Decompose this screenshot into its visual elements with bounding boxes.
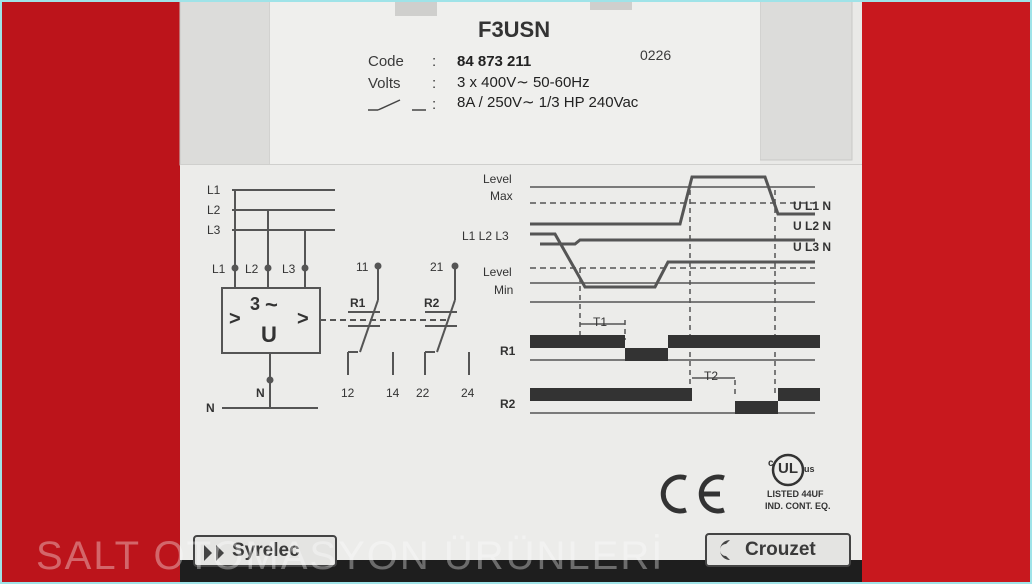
level-min-line2: Min <box>494 283 514 297</box>
timing-r2: R2 <box>500 397 516 411</box>
ul-listed: LISTED 44UF <box>767 489 824 499</box>
box-arrow-right: > <box>297 308 309 330</box>
ce-mark <box>660 474 725 514</box>
phase-label-l2: L2 <box>207 203 221 217</box>
right-label-ul1n: U L1 N <box>793 199 832 213</box>
contact-symbol-icon <box>368 99 426 111</box>
r2-bar-a <box>530 388 692 401</box>
timing-t1: T1 <box>593 315 608 329</box>
syrelec-logo-icon <box>204 545 224 561</box>
r1-bar-b <box>625 348 668 361</box>
right-label-ul3n: U L3 N <box>793 240 832 254</box>
terminal-dot-l1 <box>231 264 239 272</box>
relay-label-r2: R2 <box>424 296 440 310</box>
phase-axis-label: L1 L2 L3 <box>462 229 509 243</box>
ul-ind-cont: IND. CONT. EQ. <box>765 501 831 511</box>
terminal-24: 24 <box>461 386 475 400</box>
volts-value: 3 x 400V∼ 50-60Hz <box>457 74 590 91</box>
crouzet-logo: Crouzet <box>745 539 816 560</box>
ul-us: us <box>804 464 815 474</box>
syrelec-logo: Syrelec <box>232 540 300 561</box>
terminal-label-l3: L3 <box>282 262 296 276</box>
terminal-22: 22 <box>416 386 430 400</box>
terminal-14: 14 <box>386 386 400 400</box>
ul-mark-circle <box>771 453 805 487</box>
level-min-line1: Level <box>483 265 512 279</box>
terminal-label-l2: L2 <box>245 262 259 276</box>
phase-label-l3: L3 <box>207 223 221 237</box>
terminal-dot-l2 <box>264 264 272 272</box>
relay-label-r1: R1 <box>350 296 366 310</box>
terminal-11: 11 <box>356 260 369 274</box>
volts-separator: : <box>432 75 437 92</box>
volts-label: Volts <box>368 75 401 92</box>
code-separator: : <box>432 53 437 70</box>
terminal-dot-11 <box>374 262 382 270</box>
level-max-line1: Level <box>483 172 512 186</box>
terminal-12: 12 <box>341 386 355 400</box>
ul-c: c <box>768 458 774 469</box>
model-title: F3USN <box>478 17 551 42</box>
r2-bar-c <box>778 388 820 401</box>
box-symbol-3: 3 <box>250 294 261 314</box>
date-code: 0226 <box>640 47 672 63</box>
code-value: 84 873 211 <box>457 53 532 70</box>
terminal-21: 21 <box>430 260 444 274</box>
terminal-dot-n <box>266 376 274 384</box>
right-label-ul2n: U L2 N <box>793 219 832 233</box>
watermark: SALT OTOMASYON ÜRÜNLERİ <box>36 534 665 578</box>
box-arrow-left: > <box>229 308 241 330</box>
contact-separator: : <box>432 96 437 113</box>
terminal-dot-21 <box>451 262 459 270</box>
code-label: Code <box>368 53 404 70</box>
ul-text: UL <box>778 460 798 477</box>
box-symbol-tilde: ~ <box>265 292 278 317</box>
crouzet-logo-icon <box>720 540 730 560</box>
r2-bar-b <box>735 401 778 414</box>
syrelec-logo-box <box>193 535 337 567</box>
terminal-label-l1: L1 <box>212 262 226 276</box>
timing-r1: R1 <box>500 344 516 358</box>
neutral-line-label: N <box>206 401 215 415</box>
neutral-terminal-label: N <box>256 386 265 400</box>
level-max-line2: Max <box>490 189 513 203</box>
r1-bar-c <box>668 335 820 348</box>
crouzet-logo-box <box>705 533 851 567</box>
timing-t2: T2 <box>704 369 719 383</box>
contact-value: 8A / 250V∼ 1/3 HP 240Vac <box>457 94 639 111</box>
r1-bar-a <box>530 335 625 348</box>
box-symbol-u: U <box>261 322 277 347</box>
phase-label-l1: L1 <box>207 183 221 197</box>
terminal-dot-l3 <box>301 264 309 272</box>
